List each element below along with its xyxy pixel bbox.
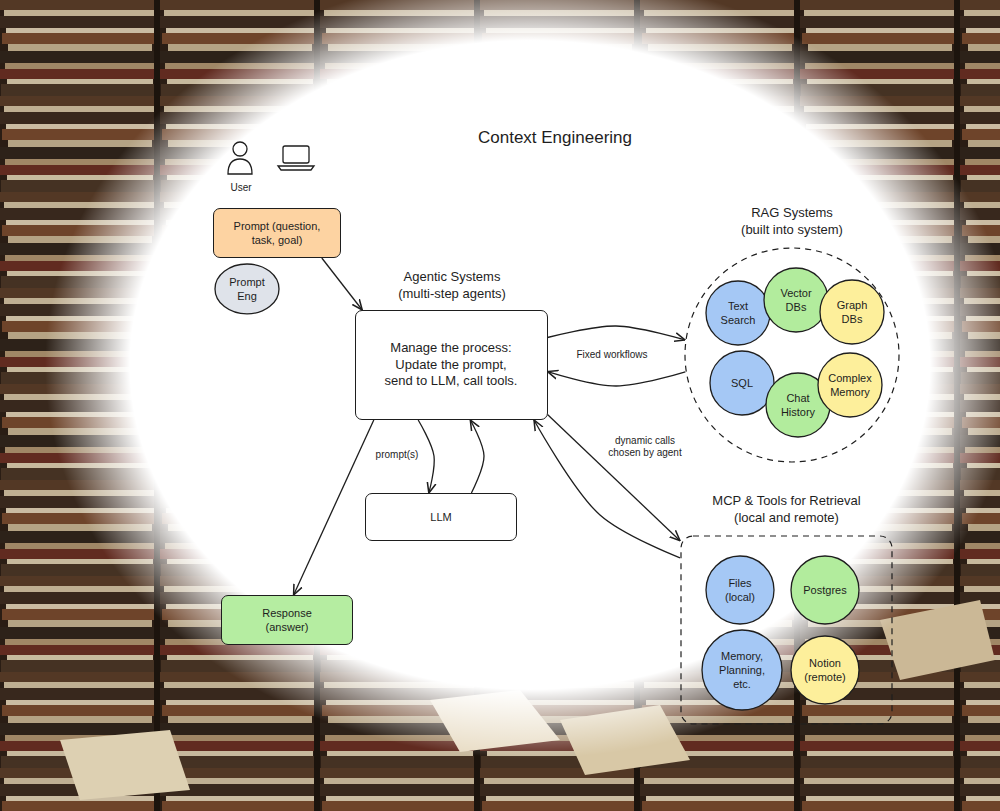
group-region: Files (local) PostgresMemory, Planning, e… [680,535,893,725]
shape-outline [706,556,774,624]
node-text: LLM [430,510,451,524]
laptop-base-icon [278,166,314,170]
tool-circle: Memory, Planning, etc. [701,629,783,711]
tool-circle: Postgres [790,555,860,625]
edge-label: dynamic calls chosen by agent [602,434,688,461]
shape-outline [790,635,860,705]
dashed-group-rect [681,536,892,724]
tool-circle: Files (local) [705,555,775,625]
process-box: Agentic Systems (multi-step agents)Manag… [355,310,548,420]
node-text: Prompt (question, task, goal) [223,219,331,248]
connector-arrow [322,258,362,310]
shape-outline [819,279,885,345]
shape-outline [817,352,883,418]
tool-circle: Notion (remote) [790,635,860,705]
shape-outline [705,280,771,346]
edge-label: prompt(s) [373,448,422,463]
llm-box: LLM [365,493,517,541]
node-text: Notion (remote) [800,656,850,685]
node-text: Vector DBs [772,286,820,315]
source-circle: SQL [709,350,775,416]
group-heading: RAG Systems (built into system) [738,205,846,239]
shape-outline [214,263,280,315]
connector-arrow [294,420,374,595]
shape-outline [705,555,775,625]
source-circle: Vector DBs [763,267,829,333]
node-text: Chat History [774,391,822,420]
shape-outline [818,353,882,417]
node-text: Text Search [714,299,762,328]
node-text: Graph DBs [828,298,876,327]
node-text: Response (answer) [252,606,322,635]
laptop-screen-icon [283,146,309,163]
prompt-box: Prompt (question, task, goal) [213,208,341,258]
note-ellipse: Prompt Eng [214,263,280,315]
connector-arrow [548,326,686,340]
node-text: Files (local) [715,576,765,605]
connector-arrow [470,420,484,493]
node-text: Postgres [803,583,846,597]
icon-label: User [230,181,251,194]
node-text: Memory, Planning, etc. [713,649,772,692]
response-box: Response (answer) [221,595,353,645]
shape-outline [791,636,859,704]
source-circle: Complex Memory [817,352,883,418]
shape-outline [706,281,770,345]
edge-label: Fixed workflows [573,348,650,363]
shape-outline [710,351,774,415]
user-body-icon [228,159,252,174]
user-head-icon [233,142,247,156]
connector-arrow [548,372,686,386]
dashed-group-circle [685,248,899,462]
shape-outline [820,280,884,344]
shape-outline [791,556,859,624]
source-circle: Graph DBs [819,279,885,345]
group-heading: MCP & Tools for Retrieval (local and rem… [704,493,869,527]
node-text: Prompt Eng [226,275,268,304]
shape-outline [763,267,829,333]
shape-outline [702,630,782,710]
node-text: Complex Memory [826,371,874,400]
source-circle: Text Search [705,280,771,346]
shape-outline [764,268,828,332]
node-text: SQL [731,376,753,390]
group-region: Text Search Vector DBs Graph DBsSQL Chat Hi… [684,247,900,463]
node-text: Manage the process: Update the prompt, s… [384,340,519,391]
shape-outline [215,264,279,314]
diagram-title: Context Engineering [478,127,632,149]
group-heading: Agentic Systems (multi-step agents) [387,269,517,303]
